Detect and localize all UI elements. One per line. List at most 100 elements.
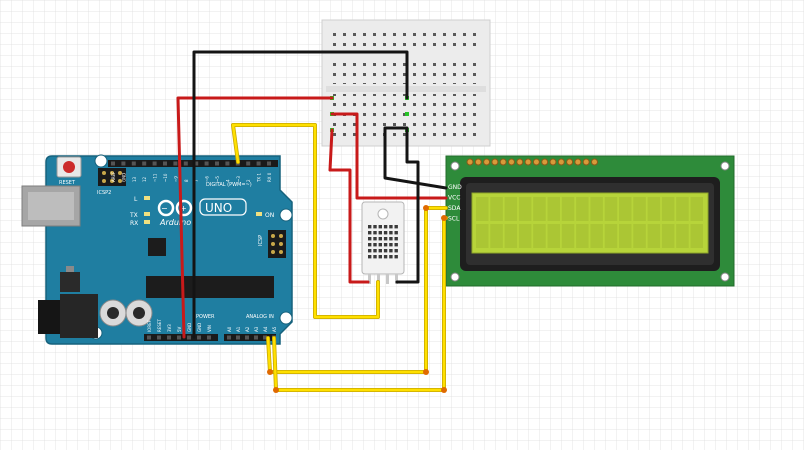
- dht-grille-slot: [389, 255, 393, 259]
- header-pin-hole: [157, 335, 161, 340]
- lcd-cell: [533, 197, 546, 221]
- lcd-mount-hole: [450, 161, 460, 171]
- header-pin-hole: [163, 161, 167, 166]
- header-pin-hole: [152, 161, 157, 166]
- lcd-cell: [647, 197, 661, 221]
- lcd-pin: [582, 158, 590, 166]
- dht-grille-slot: [383, 231, 388, 235]
- digital-label: DIGITAL (PWM=~): [206, 182, 252, 188]
- lcd-pin: [491, 158, 499, 166]
- lcd-cell: [518, 224, 532, 248]
- reset-button-cap[interactable]: [63, 161, 75, 173]
- header-pin-label: 2: [246, 179, 251, 182]
- lcd-pin: [557, 158, 565, 166]
- arduino-logo-icon: − +: [157, 199, 193, 217]
- lcd-cell: [476, 224, 489, 248]
- voltage-regulator: [60, 272, 80, 292]
- dht-grille-slot: [394, 231, 398, 235]
- dht-grille-slot: [389, 231, 393, 235]
- dht-grille-slot: [383, 249, 388, 253]
- wire-red-5v-to-breadboard: [176, 96, 334, 339]
- header-pin-label: A3: [254, 326, 259, 332]
- header-pin-label: ~6: [205, 176, 210, 182]
- lcd-pin: [483, 158, 491, 166]
- lcd-pin-label: GND: [448, 184, 462, 191]
- lcd-cell: [661, 197, 675, 221]
- led-on-icon: [256, 212, 262, 216]
- wire-black-breadboard-to-gnd: [383, 126, 448, 190]
- header-pin-label: A5: [272, 326, 277, 332]
- header-pin-hole: [254, 335, 258, 340]
- lcd-cell: [619, 197, 632, 221]
- lcd-cell: [676, 197, 689, 221]
- lcd-pin: [524, 158, 532, 166]
- header-pin-label: ~3: [236, 176, 241, 182]
- dht-grille-slot: [383, 237, 388, 241]
- power-label: POWER: [196, 314, 215, 320]
- dht-grille-slot: [389, 243, 393, 247]
- analog-header: [224, 334, 276, 341]
- lcd-cell: [590, 224, 603, 248]
- header-pin-hole: [267, 161, 271, 166]
- header-pin-hole: [167, 335, 171, 340]
- lcd-cell: [690, 224, 703, 248]
- header-pin-label: ~10: [163, 173, 168, 182]
- header-pin-hole: [207, 335, 211, 340]
- dht-grille-slot: [373, 243, 377, 247]
- capacitor-top: [107, 307, 119, 319]
- header-pin-hole: [263, 335, 267, 340]
- lcd-cell: [647, 224, 661, 248]
- led-tx-label: TX: [129, 212, 138, 219]
- header-pin-label: 7: [194, 179, 199, 182]
- header-pin-label: GND: [197, 323, 202, 332]
- lcd-cell: [690, 197, 703, 221]
- power-pin-holes: [147, 335, 211, 340]
- lcd-pin-label: SDA: [448, 205, 461, 212]
- wires: [176, 50, 448, 393]
- dht-sensor-body: [361, 201, 405, 275]
- dht-grille-slot: [373, 255, 377, 259]
- lcd-cell: [490, 224, 503, 248]
- header-pin-label: AREF: [111, 171, 116, 182]
- header-pin-label: 12: [142, 176, 147, 182]
- dht-grille-slot: [368, 225, 372, 229]
- dht-grille-slot: [394, 243, 398, 247]
- black-wires: [192, 50, 448, 339]
- svg-text:+: +: [180, 204, 187, 213]
- mounting-hole: [279, 208, 293, 222]
- lcd-pin: [541, 158, 549, 166]
- icsp-label: ICSP: [258, 235, 264, 246]
- red-wires: [176, 96, 448, 339]
- header-pin-label: TX 1: [257, 173, 262, 183]
- lcd-mount-hole: [720, 161, 730, 171]
- header-pin-label: 13: [132, 176, 137, 182]
- dht-grille-slot: [373, 231, 377, 235]
- lcd-cell: [547, 197, 560, 221]
- lcd-mount-hole: [720, 272, 730, 282]
- lcd-cell: [518, 197, 532, 221]
- header-pin-label: 4: [225, 179, 230, 182]
- header-pin-label: RX 0: [267, 172, 272, 182]
- dht-sensor-hole: [377, 208, 389, 220]
- lcd-cell: [561, 224, 575, 248]
- header-pin-hole: [147, 335, 151, 340]
- voltage-regulator-tab: [66, 266, 74, 272]
- microcontroller-chip: [146, 276, 274, 298]
- lcd-cell: [633, 224, 646, 248]
- lcd-cell: [676, 224, 689, 248]
- header-pin-hole: [204, 161, 209, 166]
- header-pin-label: VIN: [207, 325, 212, 332]
- mounting-hole: [94, 154, 108, 168]
- header-pin-label: RESET: [157, 319, 162, 332]
- dht-grille-slot: [389, 225, 393, 229]
- header-pin-label: ~11: [153, 173, 158, 182]
- lcd-character-cells: [476, 197, 703, 248]
- header-pin-hole: [215, 161, 219, 166]
- icsp2-header: [98, 168, 126, 186]
- dht-grille-slot: [389, 237, 393, 241]
- header-pin-hole: [183, 161, 188, 166]
- dht-grille-slot: [368, 249, 372, 253]
- lcd-pin: [466, 158, 474, 166]
- icsp-header: [268, 230, 286, 258]
- lcd-cell: [590, 197, 603, 221]
